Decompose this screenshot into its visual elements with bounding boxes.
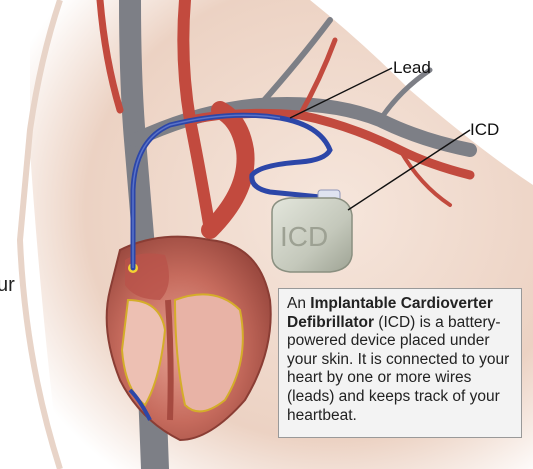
septum (168, 300, 171, 420)
callout-prefix: An (287, 295, 310, 312)
icd-label: ICD (470, 120, 499, 140)
description-callout: An Implantable Cardioverter Defibrillato… (278, 288, 522, 438)
lead-label: Lead (393, 58, 431, 78)
device-label-text: ICD (280, 221, 328, 253)
cropped-edge-text: ur (0, 274, 15, 297)
